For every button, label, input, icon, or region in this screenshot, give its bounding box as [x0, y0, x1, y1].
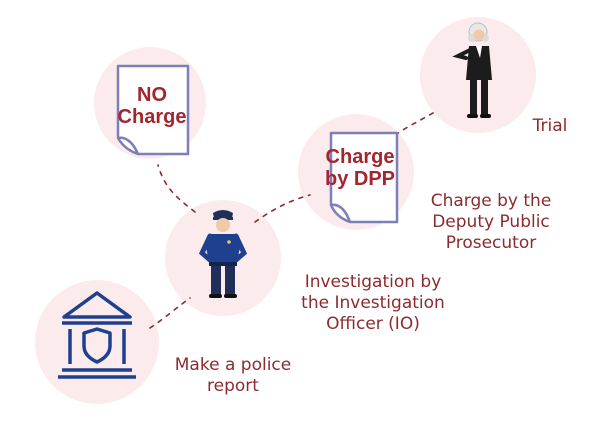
- no-charge-text: NO Charge: [117, 84, 187, 128]
- step-label-investigation: Investigation by the Investigation Offic…: [301, 272, 445, 334]
- charge-document-icon: [329, 131, 399, 224]
- connector-charge-to-trial: [394, 109, 439, 136]
- judge-icon: [452, 22, 492, 118]
- police-officer-icon: [198, 210, 248, 298]
- step-circle-police-report: [35, 280, 159, 404]
- connector-investigation-to-charge: [254, 194, 311, 223]
- police-station-icon: [58, 291, 136, 379]
- step-label-charge-dpp: Charge by the Deputy Public Prosecutor: [430, 191, 552, 253]
- connector-report-to-investigation: [149, 297, 191, 329]
- step-label-trial: Trial: [532, 116, 568, 136]
- no-charge-document-icon: [116, 64, 190, 156]
- step-label-police-report: Make a police report: [174, 355, 292, 396]
- connector-investigation-to-no-charge: [157, 164, 196, 213]
- charge-by-dpp-text: Charge by DPP: [324, 146, 396, 190]
